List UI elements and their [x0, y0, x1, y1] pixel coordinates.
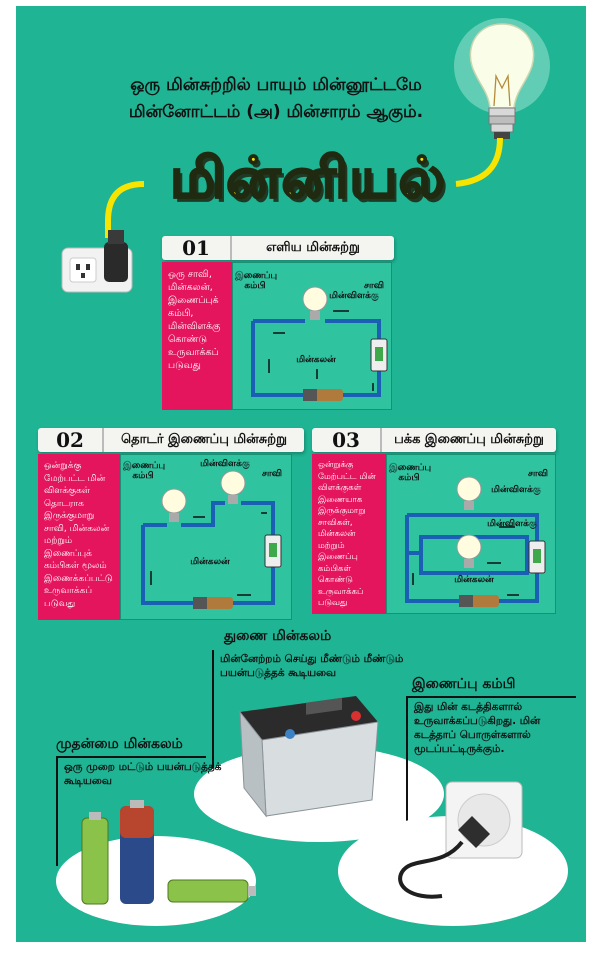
circuit-2-bulb-2-icon — [220, 470, 246, 504]
circuit-3-wiring — [405, 476, 546, 607]
intro-line-2: மின்னோட்டம் (அ) மின்சாரம் ஆகும். — [128, 102, 424, 122]
circuit-3-bulb-1-label: மின்விளக்கு — [491, 485, 541, 495]
circuit-2-key-icon — [264, 534, 282, 568]
circuit-3-number: 03 — [312, 428, 382, 452]
circuit-1-description: ஒரு சாவி, மின்கலன், இணைப்புக் கம்பி, மின… — [162, 262, 232, 410]
circuit-1-header: 01 எளிய மின்சுற்று — [162, 236, 394, 260]
circuit-3-key-icon — [528, 540, 546, 574]
circuit-2-cell-label: மின்கலன் — [190, 557, 230, 567]
circuit-3-key-label: சாவி — [528, 469, 548, 479]
circuit-1-key-icon — [370, 338, 388, 372]
circuit-1-bulb-icon — [302, 286, 328, 320]
intro-line-1: ஒரு மின்சுற்றில் பாயும் மின்னூட்டமே — [130, 75, 422, 95]
batteries-icon — [81, 800, 256, 905]
secondary-cell-pointer — [212, 650, 214, 782]
primary-cell-description: ஒரு முறை மட்டும் பயன்படுத்தக் கூடியவை — [64, 761, 222, 787]
connecting-wire-divider — [406, 696, 576, 698]
circuit-2-bulb-1-icon — [161, 488, 187, 522]
secondary-cell-label: துணை மின்கலம் — [224, 628, 332, 644]
circuit-1-bulb-label: மின்விளக்கு — [329, 291, 379, 301]
circuit-2-wire-label: இணைப்பு கம்பி — [123, 461, 166, 481]
circuit-1-diagram: இணைப்பு கம்பி மின்விளக்கு சாவி மின்கலன் — [232, 262, 392, 410]
intro-text: ஒரு மின்சுற்றில் பாயும் மின்னூட்டமே மின்… — [86, 72, 466, 126]
primary-cell-divider — [56, 756, 206, 758]
circuit-1-title: எளிய மின்சுற்று — [266, 240, 360, 255]
car-battery-icon — [239, 696, 379, 818]
circuit-1-cell-icon — [303, 389, 343, 401]
poster: ஒரு மின்சுற்றில் பாயும் மின்னூட்டமே மின்… — [16, 6, 586, 942]
circuit-2-bulb-label: மின்விளக்கு — [200, 459, 250, 469]
power-cord-decoration — [105, 137, 503, 238]
circuit-2-header: 02 தொடர் இணைப்பு மின்சுற்று — [38, 428, 304, 452]
circuit-3-wire-label: இணைப்பு கம்பி — [389, 463, 432, 483]
connecting-wire-label: இணைப்பு கம்பி — [412, 676, 516, 692]
circuit-3-title: பக்க இணைப்பு மின்சுற்று — [394, 432, 544, 447]
circuit-3-cell-label: மின்கலன் — [454, 575, 494, 585]
plug-cable-icon — [398, 781, 523, 899]
circuit-2-cell-icon — [193, 597, 233, 609]
circuit-3-bulb-2-icon — [456, 534, 482, 568]
circuit-1-cell-label: மின்கலன் — [296, 355, 336, 365]
wall-socket-icon — [61, 230, 133, 293]
circuit-1-key-label: சாவி — [364, 281, 384, 291]
circuit-2-key-label: சாவி — [262, 469, 282, 479]
circuit-2-title: தொடர் இணைப்பு மின்சுற்று — [120, 432, 287, 447]
circuit-1-number: 01 — [162, 236, 232, 260]
connecting-wire-description: இது மின் கடத்திகளால் உருவாக்கப்படுகிறது.… — [414, 701, 541, 755]
main-title: மின்னியல் — [169, 145, 446, 212]
primary-cell-pointer — [56, 756, 58, 866]
secondary-cell-description: மின்னேற்றம் செய்து மீண்டும் மீண்டும் பயன… — [220, 653, 404, 679]
circuit-3-diagram: இணைப்பு கம்பி மின்விளக்கு மின்விளக்கு சா… — [386, 454, 556, 614]
circuit-2-number: 02 — [38, 428, 104, 452]
circuit-1-wire-label: இணைப்பு கம்பி — [235, 271, 278, 291]
circuit-1-wiring — [251, 286, 388, 401]
circuit-3-bulb-2-label: மின்விளக்கு — [487, 519, 537, 529]
circuit-2-wiring — [141, 470, 282, 609]
circuit-3-cell-icon — [459, 595, 499, 607]
primary-cell-label: முதன்மை மின்கலம் — [56, 736, 183, 752]
circuit-3-header: 03 பக்க இணைப்பு மின்சுற்று — [312, 428, 556, 452]
circuit-2-description: ஒன்றுக்கு மேற்பட்ட மின் விளக்குகள் தொடரா… — [38, 454, 120, 620]
circuit-3-description: ஒன்றுக்கு மேற்பட்ட மின் விளக்குகள் இணையா… — [312, 454, 386, 614]
circuit-2-diagram: இணைப்பு கம்பி மின்விளக்கு சாவி மின்கலன் — [120, 454, 292, 620]
connecting-wire-pointer — [406, 696, 408, 826]
light-bulb-icon — [454, 18, 550, 139]
circuit-3-bulb-1-icon — [456, 476, 482, 510]
